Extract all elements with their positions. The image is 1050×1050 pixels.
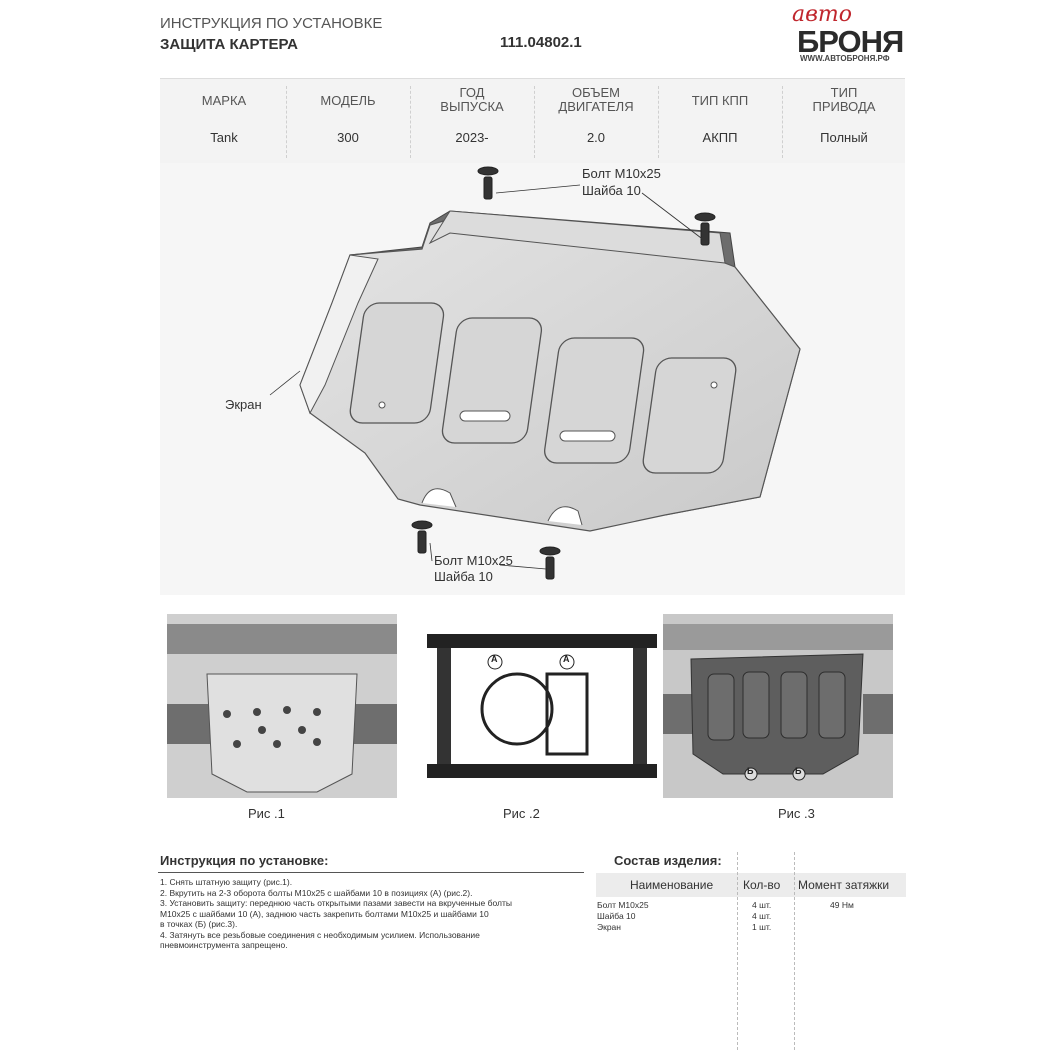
composition-header xyxy=(596,873,906,897)
instruction-line: М10х25 с шайбами 10 (А), заднюю часть за… xyxy=(160,908,489,919)
diagram-panel xyxy=(160,163,905,595)
instruction-line: пневмоинструмента запрещено. xyxy=(160,940,288,950)
instruction-line: 2. Вкрутить на 2-3 оборота болты М10х25 … xyxy=(160,887,473,898)
spec-value-5: АКПП xyxy=(702,130,738,145)
instruction-line: 1. Снять штатную защиту (рис.1). xyxy=(160,877,293,887)
instructions-list: 1. Снять штатную защиту (рис.1).2. Вкрут… xyxy=(160,877,585,951)
photo-fig1 xyxy=(167,614,397,798)
col-name: Наименование xyxy=(630,878,714,892)
logo-url: WWW.АВТОБРОНЯ.РФ xyxy=(800,54,890,63)
instruction-line: 4. Затянуть все резьбовые соединения с н… xyxy=(160,929,480,940)
spec-header-line: ДВИГАТЕЛЯ xyxy=(558,99,634,114)
marker-a-left: A xyxy=(491,654,498,664)
caption-fig3: Рис .3 xyxy=(778,806,815,821)
spec-separator xyxy=(410,86,411,158)
doc-number: 111.04802.1 xyxy=(500,34,582,51)
composition-name: Шайба 10 xyxy=(597,911,636,921)
caption-fig2: Рис .2 xyxy=(503,806,540,821)
caption-fig1: Рис .1 xyxy=(248,806,285,821)
skid-plate-diagram xyxy=(269,166,801,580)
spec-header-line: МОДЕЛЬ xyxy=(320,93,376,108)
doc-title-line2: ЗАЩИТА КАРТЕРА xyxy=(160,36,298,53)
spec-separator xyxy=(658,86,659,158)
spec-header-line: ОБЪЕМ xyxy=(571,85,620,100)
marker-a-right: A xyxy=(563,654,570,664)
screen-label: Экран xyxy=(225,397,262,412)
composition-qty: 1 шт. xyxy=(752,922,772,932)
spec-header-line: МАРКА xyxy=(201,93,247,108)
composition-qty: 4 шт. xyxy=(752,900,772,910)
spec-separator xyxy=(534,86,535,158)
composition-title: Состав изделия: xyxy=(614,853,722,868)
table-divider-2 xyxy=(794,852,795,1050)
spec-table xyxy=(160,78,905,163)
col-torque: Момент затяжки xyxy=(798,878,890,892)
composition-name: Экран xyxy=(597,922,621,932)
photo-fig2: A A xyxy=(427,614,657,798)
bottom-bolt-label-2: Шайба 10 xyxy=(434,569,493,584)
spec-header-line: ТИП КПП xyxy=(691,93,749,108)
spec-value-4: 2.0 xyxy=(586,130,606,145)
col-qty: Кол-во xyxy=(743,878,781,892)
spec-header-5: ТИП КПП xyxy=(658,94,782,108)
spec-value-3: 2023- xyxy=(455,130,489,145)
spec-header-line: ВЫПУСКА xyxy=(440,99,504,114)
top-bolt-label-2: Шайба 10 xyxy=(582,183,641,198)
instruction-line: 3. Установить защиту: переднюю часть отк… xyxy=(160,898,512,908)
top-bolt-label-1: Болт М10х25 xyxy=(582,166,661,181)
spec-separator xyxy=(286,86,287,158)
composition-qty: 4 шт. xyxy=(752,911,772,921)
logo-main: БРОНЯ xyxy=(797,24,904,59)
spec-header-1: МАРКА xyxy=(162,94,286,108)
spec-header-line: ТИП xyxy=(830,85,858,100)
instruction-line: в точках (Б) (рис.3). xyxy=(160,919,238,929)
logo-script: авто xyxy=(792,2,853,27)
marker-b-left: Б xyxy=(747,766,754,776)
spec-value-2: 300 xyxy=(337,130,359,145)
spec-separator xyxy=(782,86,783,158)
bottom-bolt-label-1: Болт М10х25 xyxy=(434,553,513,568)
spec-value-6: Полный xyxy=(820,130,868,145)
spec-value-1: Tank xyxy=(210,130,238,145)
spec-header-line: ПРИВОДА xyxy=(812,99,876,114)
doc-title-line1: ИНСТРУКЦИЯ ПО УСТАНОВКЕ xyxy=(160,15,383,32)
spec-header-line: ГОД xyxy=(459,85,485,100)
photo-fig3: Б Б xyxy=(663,614,893,798)
composition-name: Болт М10х25 xyxy=(597,900,649,910)
instructions-title: Инструкция по установке: xyxy=(160,853,329,868)
instructions-rule xyxy=(158,872,584,873)
marker-b-right: Б xyxy=(795,766,802,776)
spec-header-2: МОДЕЛЬ xyxy=(286,94,410,108)
table-divider-1 xyxy=(737,852,738,1050)
composition-torque: 49 Нм xyxy=(830,900,854,910)
